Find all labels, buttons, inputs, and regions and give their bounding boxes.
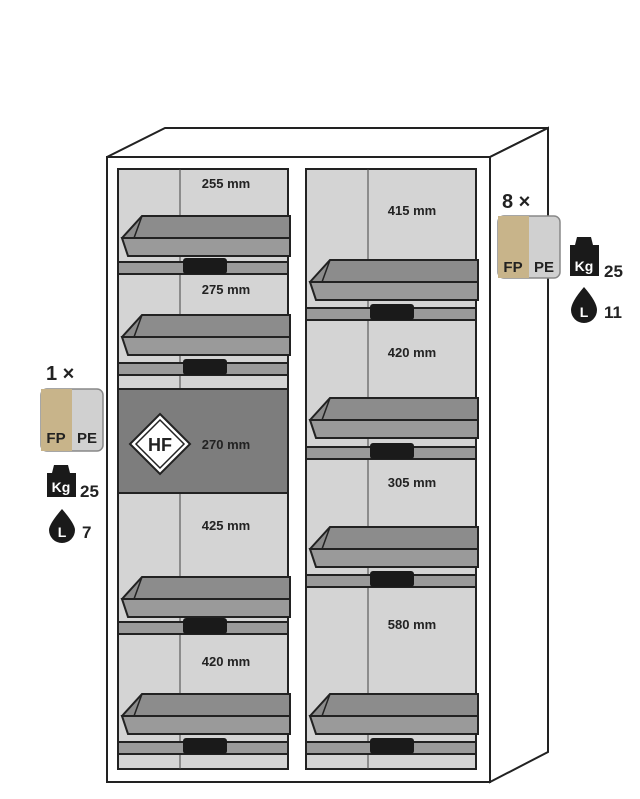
- left-height-2: 275 mm: [202, 282, 250, 297]
- right-count: 8 ×: [502, 191, 530, 213]
- weight-icon-text: Kg: [575, 258, 594, 274]
- weight-icon: Kg: [47, 465, 76, 497]
- left-height-5: 420 mm: [202, 654, 250, 669]
- left-tray-1: [117, 215, 291, 275]
- left-tray-4: [117, 693, 291, 755]
- right-tray-3: [305, 526, 479, 588]
- left-height-4: 425 mm: [202, 518, 250, 533]
- right-tray-4: [305, 693, 479, 755]
- left-spec: 1 × FP PE Kg 25 L 7: [40, 363, 104, 543]
- weight-icon-text: Kg: [52, 479, 71, 495]
- hf-hazard-badge: HF: [128, 412, 192, 476]
- material-fp: FP: [46, 430, 65, 447]
- left-volume-value: 7: [82, 523, 91, 542]
- weight-icon: Kg: [570, 237, 599, 276]
- left-weight-value: 25: [80, 482, 99, 501]
- volume-icon-text: L: [58, 524, 67, 540]
- hf-badge-text: HF: [148, 435, 172, 455]
- volume-icon-text: L: [580, 304, 589, 320]
- volume-drop-icon: L: [49, 509, 75, 543]
- material-fp: FP: [503, 259, 522, 276]
- right-spec: 8 × FP PE Kg 25 L 11: [497, 191, 623, 323]
- right-weight-value: 25: [604, 262, 623, 281]
- volume-drop-icon: L: [571, 287, 597, 323]
- material-pe: PE: [77, 430, 97, 447]
- left-tray-2: [117, 314, 291, 376]
- right-height-1: 415 mm: [388, 203, 436, 218]
- fp-pe-material-icon: FP PE: [40, 388, 104, 452]
- left-tray-3: [117, 576, 291, 635]
- left-count: 1 ×: [46, 363, 74, 385]
- right-height-3: 305 mm: [388, 475, 436, 490]
- right-height-4: 580 mm: [388, 617, 436, 632]
- right-tray-2: [305, 397, 479, 460]
- left-height-1: 255 mm: [202, 176, 250, 191]
- material-pe: PE: [534, 259, 554, 276]
- right-volume-value: 11: [604, 303, 622, 322]
- fp-pe-material-icon: FP PE: [497, 215, 561, 279]
- left-height-3: 270 mm: [202, 437, 250, 452]
- right-height-2: 420 mm: [388, 345, 436, 360]
- right-tray-1: [305, 259, 479, 321]
